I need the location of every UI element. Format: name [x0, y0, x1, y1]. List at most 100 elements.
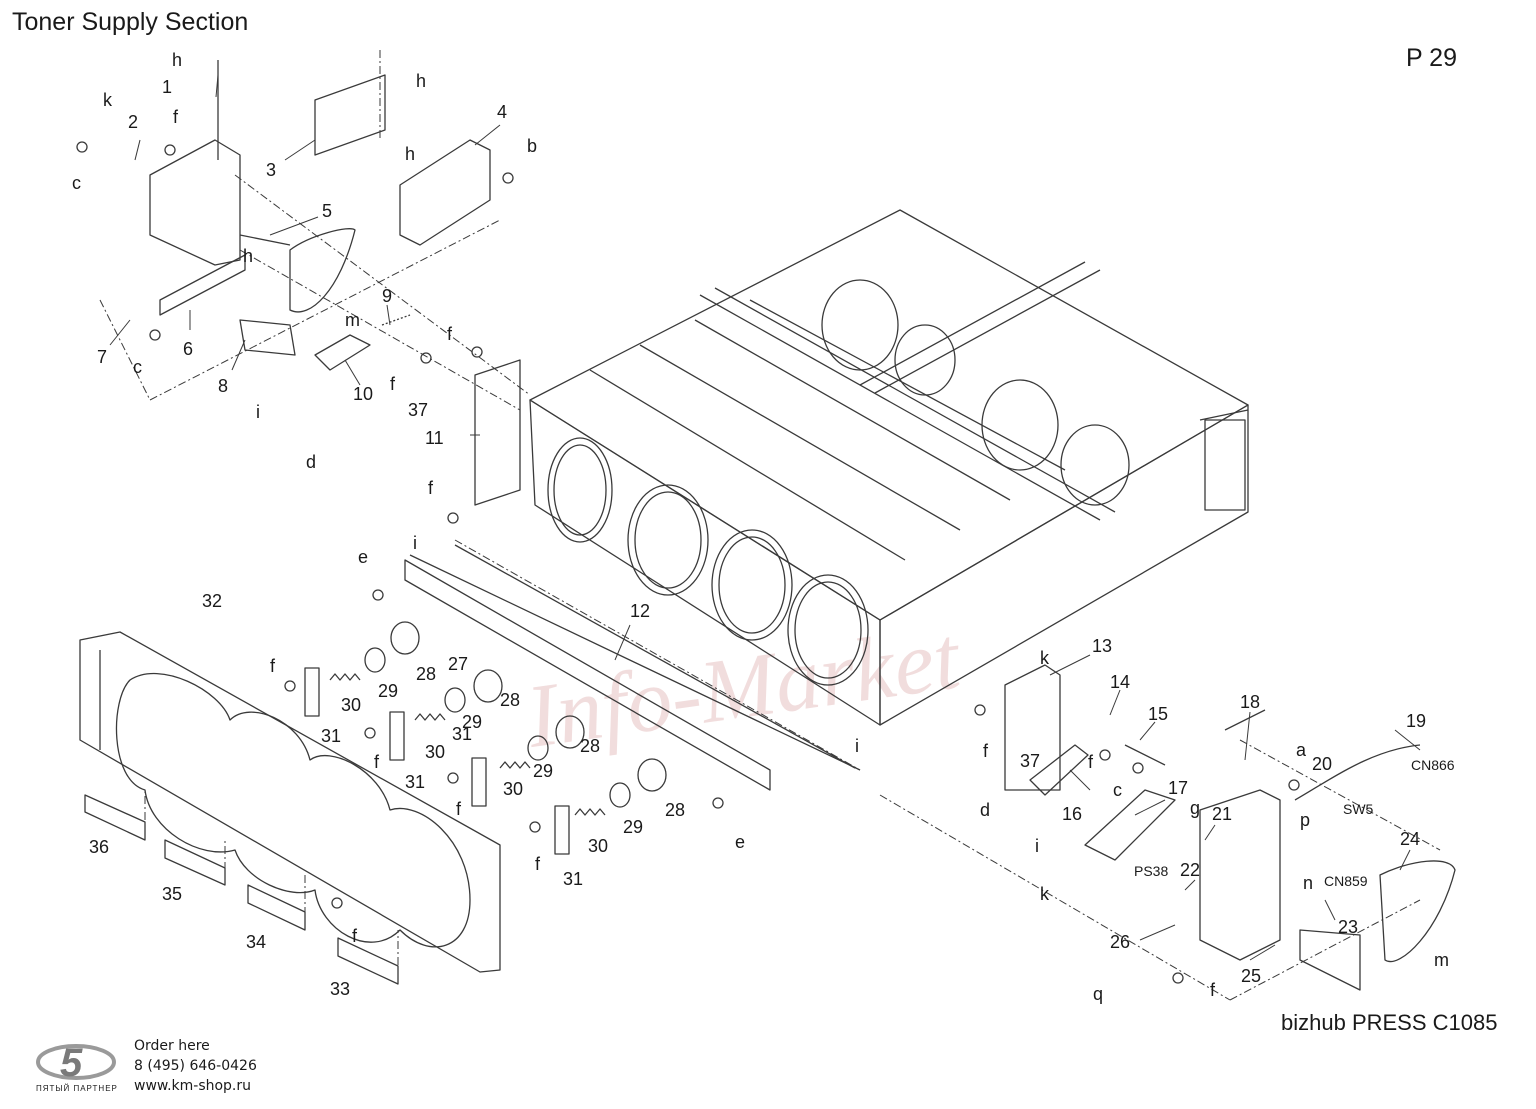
callout-c2: c: [133, 357, 142, 377]
callout-h3: h: [405, 144, 415, 164]
callout-31a: 31: [321, 726, 341, 746]
callout-21: 21: [1212, 804, 1232, 824]
callout-22: 22: [1180, 860, 1200, 880]
roller-spring-groups: [304, 621, 667, 855]
callout-f5: f: [270, 656, 276, 676]
right-bracket-assembly: [1004, 664, 1456, 991]
callout-18: 18: [1240, 692, 1260, 712]
callout-29d: 29: [623, 817, 643, 837]
callout-31d: 31: [563, 869, 583, 889]
callout-30d: 30: [588, 836, 608, 856]
callout-9: 9: [382, 286, 392, 306]
callout-h1: h: [172, 50, 182, 70]
callout-36: 36: [89, 837, 109, 857]
callout-f6: f: [374, 752, 380, 772]
callout-d1: d: [306, 452, 316, 472]
callout-28d: 28: [665, 800, 685, 820]
callout-14: 14: [1110, 672, 1130, 692]
callout-c3: c: [1113, 780, 1122, 800]
callout-37a: 37: [408, 400, 428, 420]
callout-m1: m: [345, 310, 360, 330]
callout-f12: f: [1210, 980, 1216, 1000]
phone-number: 8 (495) 646-0426: [134, 1058, 257, 1074]
main-frame: [529, 209, 1249, 726]
callout-e1: e: [358, 547, 368, 567]
callout-f9: f: [352, 926, 358, 946]
left-bracket-assembly: [149, 60, 521, 506]
callout-23: 23: [1338, 917, 1358, 937]
callout-labels: 1 2 3 4 5 6 7 8 9 10 11 12 13 14 15 16 1…: [72, 50, 1455, 1004]
callout-2: 2: [128, 112, 138, 132]
callout-28a: 28: [416, 664, 436, 684]
callout-6: 6: [183, 339, 193, 359]
callout-f1: f: [173, 107, 179, 127]
callout-i1: i: [256, 402, 260, 422]
callout-16: 16: [1062, 804, 1082, 824]
callout-f11: f: [1088, 752, 1094, 772]
sensor-ps38: PS38: [1134, 863, 1168, 879]
callout-30a: 30: [341, 695, 361, 715]
partner-logo-icon: 5: [36, 1041, 116, 1085]
callout-11: 11: [425, 428, 444, 448]
callout-25: 25: [1241, 966, 1261, 986]
assembly-lines: [99, 50, 1441, 1001]
callout-8: 8: [218, 376, 228, 396]
callout-19: 19: [1406, 711, 1426, 731]
shutter-plates: [84, 794, 399, 985]
callout-26: 26: [1110, 932, 1130, 952]
footer-contact: 5 ПЯТЫЙ ПАРТНЕР Order here 8 (495) 646-0…: [36, 1036, 336, 1100]
callout-a: a: [1296, 740, 1307, 760]
connector-cn859: CN859: [1324, 873, 1368, 889]
callout-29a: 29: [378, 681, 398, 701]
callout-1: 1: [162, 77, 172, 97]
screws: [76, 141, 1300, 984]
callout-37b: 37: [1020, 751, 1040, 771]
callout-20: 20: [1312, 754, 1332, 774]
callout-c1: c: [72, 173, 81, 193]
callout-f10: f: [983, 741, 989, 761]
callout-f7: f: [456, 799, 462, 819]
callout-35: 35: [162, 884, 182, 904]
page-number: P 29: [1406, 44, 1457, 72]
order-here-text: Order here: [134, 1038, 210, 1054]
guide-rail: [404, 544, 861, 791]
callout-q: q: [1093, 984, 1103, 1004]
callout-i3: i: [855, 736, 859, 756]
front-cover: [79, 631, 501, 973]
callout-p: p: [1300, 810, 1310, 830]
callout-31c: 31: [452, 724, 472, 744]
diagram-title: Toner Supply Section: [12, 8, 249, 36]
callout-24: 24: [1400, 829, 1420, 849]
callout-7: 7: [97, 347, 107, 367]
callout-m2: m: [1434, 950, 1449, 970]
callout-29b: 29: [462, 712, 482, 732]
shop-link[interactable]: www.km-shop.ru: [134, 1078, 252, 1094]
callout-5: 5: [322, 201, 332, 221]
callout-28c: 28: [580, 736, 600, 756]
callout-f8: f: [535, 854, 541, 874]
callout-k1: k: [103, 90, 113, 110]
connector-cn866: CN866: [1411, 757, 1455, 773]
callout-n: n: [1303, 873, 1313, 893]
callout-29c: 29: [533, 761, 553, 781]
callout-12: 12: [630, 601, 650, 621]
callout-h2: h: [416, 71, 426, 91]
callout-e2: e: [735, 832, 745, 852]
callout-f2: f: [447, 324, 453, 344]
callout-i4: i: [1035, 836, 1039, 856]
callout-b: b: [527, 136, 537, 156]
callout-g: g: [1190, 798, 1200, 818]
callout-30c: 30: [503, 779, 523, 799]
callout-f3: f: [390, 374, 396, 394]
callout-31b: 31: [405, 772, 425, 792]
callout-f4: f: [428, 478, 434, 498]
callout-d2: d: [980, 800, 990, 820]
toner-rings: [547, 279, 1130, 686]
callout-i2: i: [413, 533, 417, 553]
model-name: bizhub PRESS C1085: [1281, 1010, 1498, 1035]
callout-32: 32: [202, 591, 222, 611]
callout-k2: k: [1040, 648, 1050, 668]
callout-10: 10: [353, 384, 373, 404]
callout-28b: 28: [500, 690, 520, 710]
